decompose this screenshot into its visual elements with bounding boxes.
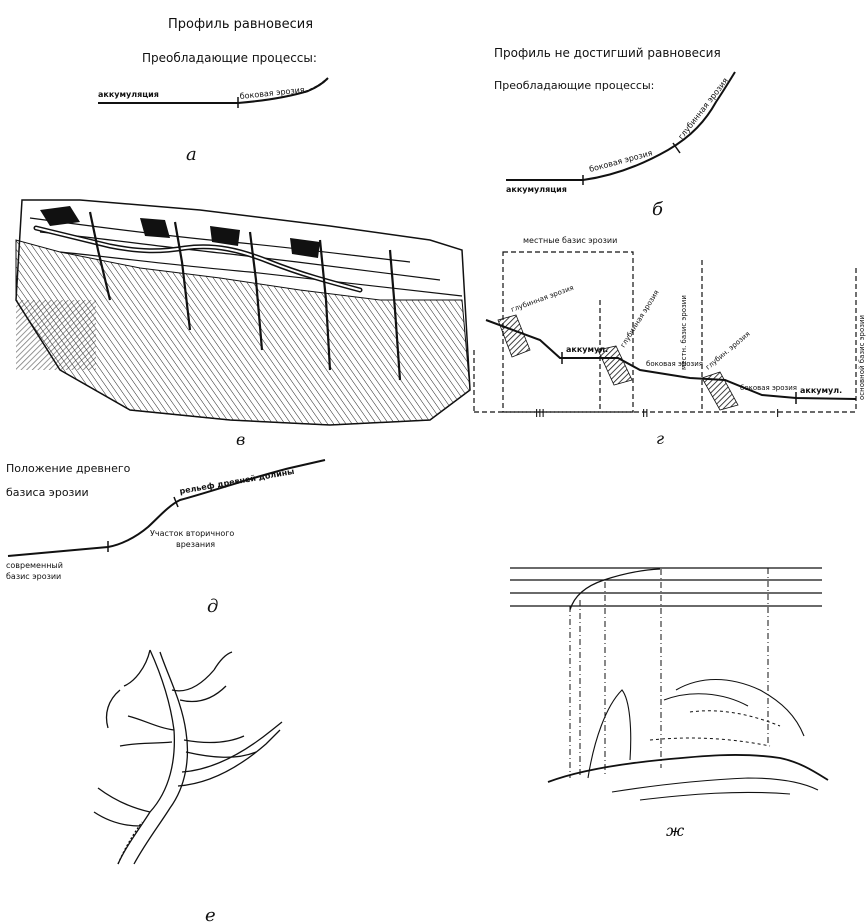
panel-v-caption: в (236, 430, 245, 449)
label-modern-base-1: современный (6, 561, 63, 570)
panel-a-title: Профиль равновесия (168, 17, 313, 32)
rock-bar-3 (702, 372, 738, 410)
block-hatch-left (16, 300, 96, 370)
panel-d-caption: д (207, 596, 218, 617)
label-lateral-erosion-b: боковая эрозия (588, 148, 653, 174)
valley-relief-dashes (650, 711, 780, 746)
label-lateral-erosion-g2: боковая эрозия (740, 384, 797, 392)
label-local-base-bracket: местные базис эрозии (523, 236, 617, 245)
panel-e-gully-network: е (94, 650, 282, 924)
section-label-3: III (535, 407, 545, 420)
label-accum-g1: аккумул. (566, 345, 608, 354)
terrace-levels (510, 568, 822, 606)
section-label-2: II (642, 407, 649, 420)
panel-b: Профиль не достигший равновесия Преоблад… (494, 46, 735, 220)
label-accum-g2: аккумул. (800, 386, 842, 395)
panel-v-block-diagram: в (16, 200, 470, 449)
label-deep-erosion-b: глубинная эрозия (676, 76, 730, 141)
panel-zh-caption: ж (666, 821, 685, 840)
panel-b-processes-header: Преобладающие процессы: (494, 79, 654, 92)
section-label-1: I (776, 407, 779, 420)
label-deep-erosion-g3: глубин. эрозия (704, 330, 751, 372)
label-secondary-section-2: врезания (176, 540, 215, 549)
panel-g-caption: г (656, 429, 664, 448)
label-deep-erosion-g2: глубинная эрозия (619, 289, 661, 349)
panel-d: Положение древнего базиса эрозии рельеф … (6, 460, 325, 617)
panel-e-caption: е (205, 905, 216, 924)
panel-a-processes-header: Преобладающие процессы: (142, 51, 317, 65)
valley-relief-detail (588, 680, 818, 801)
panel-b-caption: б (652, 199, 664, 220)
label-lateral-erosion-g1: боковая эрозия (646, 360, 703, 368)
label-ancient-base-2: базиса эрозии (6, 486, 89, 499)
panel-g: местные базис эрозии глубинная эрозия ак… (474, 236, 866, 448)
label-ancient-base-1: Положение древнего (6, 462, 131, 475)
longitudinal-profile-curve (570, 569, 660, 610)
label-secondary-section-1: Участок вторичного (150, 529, 234, 538)
label-modern-base-2: базис эрозии (6, 572, 61, 581)
panel-zh: ж (510, 568, 828, 840)
projection-lines (570, 568, 768, 778)
label-ancient-relief: рельеф древней долины (179, 467, 295, 496)
label-deep-erosion-g1: глубинная эрозия (510, 284, 575, 314)
label-accumulation-a: аккумуляция (98, 90, 159, 99)
label-main-base: основной базис эрозии (858, 315, 866, 400)
panel-a: Профиль равновесия Преобладающие процесс… (98, 17, 328, 165)
label-local-base-vertical: местн. базис эрозии (680, 295, 688, 370)
panel-a-caption: а (186, 144, 197, 165)
label-accumulation-b: аккумуляция (506, 185, 567, 194)
panel-b-title: Профиль не достигший равновесия (494, 46, 721, 60)
